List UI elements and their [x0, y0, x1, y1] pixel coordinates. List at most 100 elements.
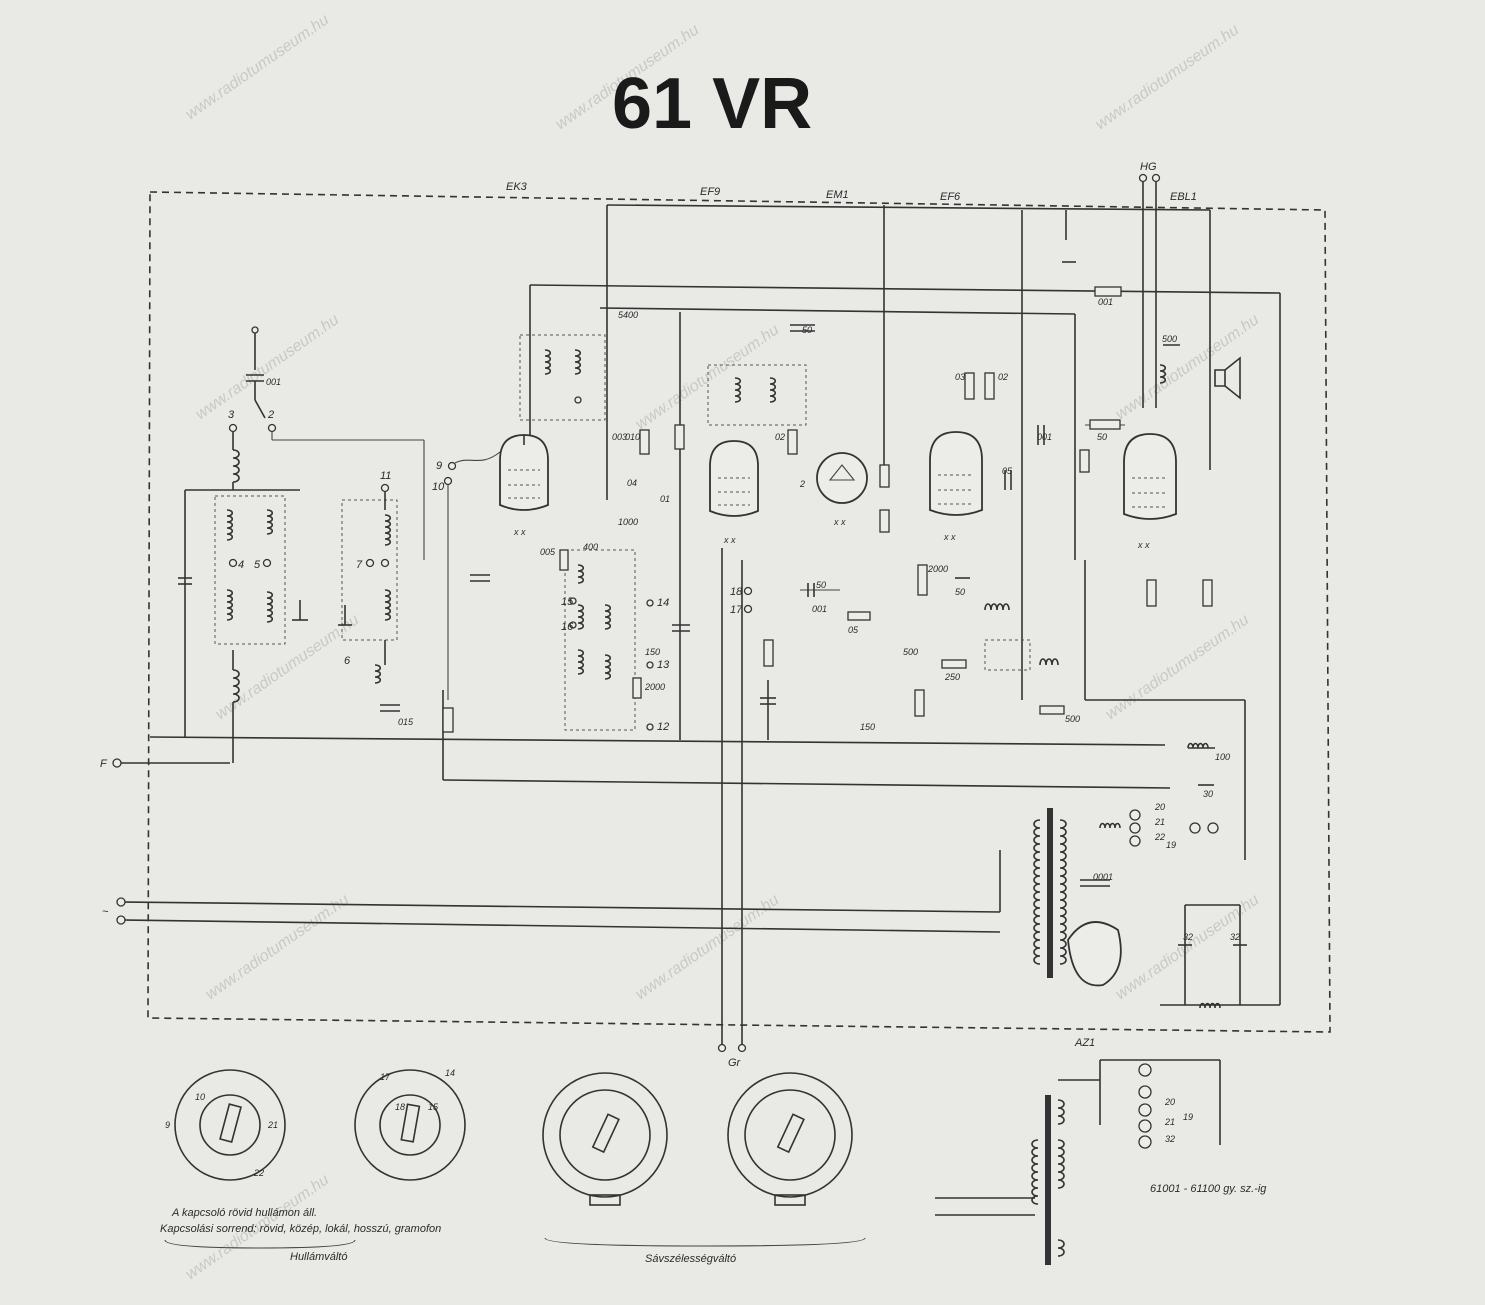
- pin-2: 2: [267, 409, 274, 421]
- value-500-b: 500: [903, 647, 918, 657]
- value-30: 30: [1203, 789, 1213, 799]
- pin-5: 5: [254, 559, 261, 571]
- pin-16: 16: [561, 621, 574, 633]
- value-001-d: 001: [1098, 297, 1113, 307]
- value-02: 02: [775, 432, 785, 442]
- output-stage: 001 500 100 30: [1062, 261, 1241, 799]
- value-50-d: 50: [955, 587, 965, 597]
- value-250: 250: [944, 672, 960, 682]
- watermark-text: www.radiotumuseum.hu: [193, 311, 343, 423]
- value-50-c: 50: [1097, 432, 1107, 442]
- tube-ebl1: x x: [1123, 433, 1177, 550]
- antenna-input-stage: 001 3 2 4 5 11 7: [178, 326, 414, 763]
- switch-pin-10: 10: [195, 1092, 205, 1102]
- switch-note-sequence: Kapcsolási sorrend: rövid, közép, lokál,…: [160, 1223, 441, 1235]
- power-supply: 0001 32 32 20 21 22 19: [1033, 802, 1280, 1009]
- watermark-text: www.radiotumuseum.hu: [633, 321, 783, 433]
- az1-pin-21: 21: [1164, 1117, 1175, 1127]
- value-0001: 0001: [1093, 872, 1113, 882]
- pin-7: 7: [356, 559, 363, 571]
- switch-pin-15: 15: [428, 1102, 439, 1112]
- gramophone-label: Gr: [728, 1057, 742, 1069]
- value-001-c: 001: [1037, 432, 1052, 442]
- tube-label-ebl1: EBL1: [1170, 191, 1197, 203]
- caption-brace-1: [164, 1239, 356, 1249]
- hg-terminals: [1138, 173, 1161, 408]
- resistor-bank-ef9: 003 010 04 01 5400 50 02 2: [612, 310, 812, 504]
- terminal-f: [112, 758, 122, 768]
- oscillator-coil-block: 15 16 14 13 12 1000 400 005 150 2000: [540, 517, 690, 733]
- terminal-label-f: F: [100, 758, 108, 770]
- page-title: 61 VR: [612, 64, 812, 144]
- bandwidth-switch-diagram-1: [542, 1072, 668, 1206]
- watermark-text: www.radiotumuseum.hu: [183, 11, 333, 123]
- pin-12: 12: [657, 721, 669, 733]
- value-04: 04: [627, 478, 637, 488]
- tube-label-ef9: EF9: [700, 186, 720, 198]
- pin-13: 13: [657, 659, 670, 671]
- value-010: 010: [625, 432, 640, 442]
- switch-pin-14: 14: [445, 1068, 455, 1078]
- value-6: 6: [344, 655, 351, 667]
- tube-em1: x x: [816, 452, 868, 527]
- wave-switch-diagram-1: 10 21 22 9: [165, 1069, 286, 1181]
- az1-pin-19: 19: [1183, 1112, 1193, 1122]
- switch-note-short-wave: A kapcsoló rövid hullámon áll.: [171, 1207, 317, 1219]
- pin-9: 9: [436, 460, 442, 472]
- switch-pin-21: 21: [267, 1120, 278, 1130]
- value-1000: 1000: [618, 517, 638, 527]
- detector-section: 50 001 05 150 18 17: [730, 464, 890, 740]
- pin-4: 4: [238, 559, 244, 571]
- terminal-label-hg: HG: [1140, 161, 1157, 173]
- value-500-c: 500: [1162, 334, 1177, 344]
- value-150-b: 150: [860, 722, 875, 732]
- caption-wave-switch: Hullámváltó: [290, 1251, 347, 1263]
- pin-22: 22: [1154, 832, 1165, 842]
- value-400: 400: [583, 542, 598, 552]
- pin-18: 18: [730, 586, 743, 598]
- value-150: 150: [645, 647, 660, 657]
- af-stage: 03 02 001 50 05 2000 50 250 500 500: [903, 372, 1125, 724]
- tube-label-em1: EM1: [826, 189, 849, 201]
- chassis-outline: [147, 191, 1331, 1033]
- pin-17: 17: [730, 604, 743, 616]
- watermark-text: www.radiotumuseum.hu: [1093, 21, 1243, 133]
- switch-pin-9: 9: [165, 1120, 170, 1130]
- watermark-text: www.radiotumuseum.hu: [1103, 611, 1253, 723]
- value-03: 03: [955, 372, 965, 382]
- mains-label: ~: [102, 906, 109, 918]
- pin-20: 20: [1154, 802, 1165, 812]
- heater-xx: x x: [513, 527, 526, 537]
- pin-10: 10: [432, 481, 445, 493]
- if-transformer-1: [519, 334, 606, 421]
- value-005: 005: [540, 547, 556, 557]
- value-2000-b: 2000: [927, 564, 948, 574]
- value-2: 2: [799, 479, 805, 489]
- heater-xx: x x: [833, 517, 846, 527]
- mains-terminal-a: [116, 897, 126, 907]
- pin-3: 3: [228, 409, 235, 421]
- value-001-b: 001: [812, 604, 827, 614]
- caption-brace-2: [544, 1237, 866, 1247]
- value-100: 100: [1215, 752, 1230, 762]
- value-01: 01: [660, 494, 670, 504]
- tube-label-ek3: EK3: [506, 181, 528, 193]
- az1-variant-transformer: 20 21 32 19: [935, 1059, 1221, 1265]
- pin-14: 14: [657, 597, 669, 609]
- value-001: 001: [266, 377, 281, 387]
- terminal-9-10: 9 10: [432, 460, 490, 733]
- tube-label-ef6: EF6: [940, 191, 961, 203]
- value-05-b: 05: [1002, 466, 1013, 476]
- watermark-text: www.radiotumuseum.hu: [203, 891, 353, 1003]
- switch-pin-18: 18: [395, 1102, 405, 1112]
- value-2000: 2000: [644, 682, 665, 692]
- value-32-a: 32: [1183, 932, 1193, 942]
- if-transformer-2: [707, 324, 815, 426]
- bandwidth-switch-diagram-2: [727, 1072, 853, 1206]
- value-003: 003: [612, 432, 627, 442]
- tube-ef6: x x: [929, 431, 983, 542]
- value-50-a: 50: [802, 325, 812, 335]
- wave-switch-diagram-2: 17 14 18 15: [354, 1068, 466, 1181]
